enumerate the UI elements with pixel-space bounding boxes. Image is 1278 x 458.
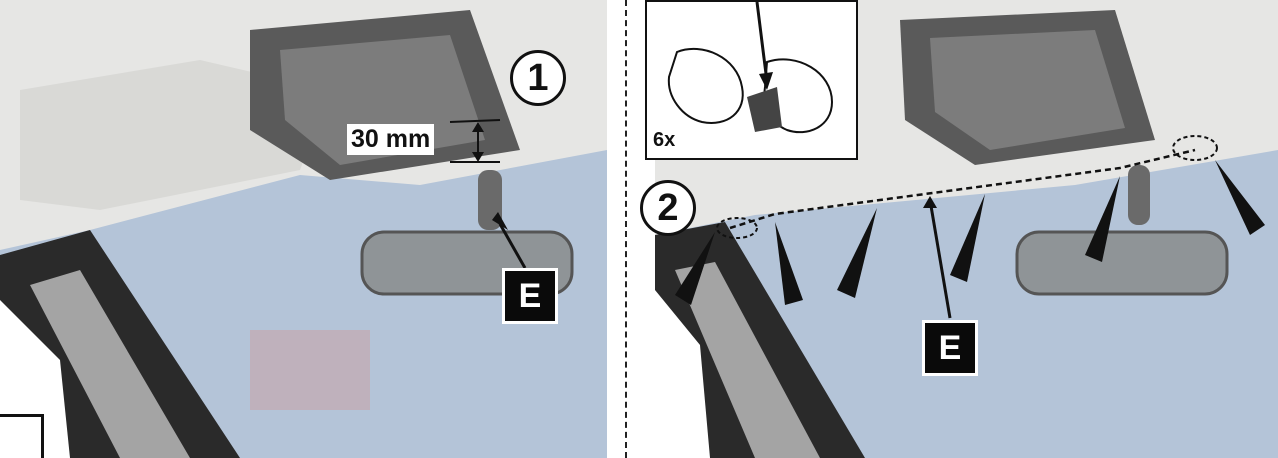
left-hand-icon: [667, 47, 744, 124]
arrow-icon: [837, 208, 877, 298]
dimension-line-top: [449, 119, 501, 123]
arrow-icon: [775, 222, 803, 305]
console-lens: [930, 30, 1125, 150]
arrow-icon: [675, 232, 715, 305]
arrow-icon: [492, 212, 508, 230]
tape-removal-inset: 6x: [645, 0, 858, 160]
step-2-illustration: [655, 0, 1278, 458]
clip-marker-start: [716, 217, 758, 239]
blurred-sign: [250, 330, 370, 410]
step-1-badge: 1: [510, 50, 566, 106]
dimension-label: 30 mm: [347, 124, 435, 155]
panel-divider: [625, 0, 627, 458]
arrow-icon: [1215, 160, 1265, 235]
callout-e-left: E: [502, 268, 558, 324]
arrow-icon: [1085, 176, 1120, 262]
step-1-panel: [0, 0, 607, 458]
pillar-wiring: [30, 270, 190, 458]
step-1-illustration: [0, 0, 607, 458]
rear-view-mirror: [1015, 230, 1229, 296]
pointer-line: [755, 1, 769, 83]
clip-marker-end: [1172, 135, 1218, 161]
quantity-label: 6x: [653, 129, 676, 151]
callout-e-right: E: [922, 320, 978, 376]
step-2-badge: 2: [640, 180, 696, 236]
door-frame: [655, 290, 710, 458]
corner-frame: [0, 414, 44, 458]
arrow-icon: [950, 194, 985, 282]
clip-arrows: [675, 160, 1265, 305]
pointer-line: [498, 223, 527, 269]
arrow-icon: [923, 196, 937, 208]
pillar-wiring: [675, 262, 820, 458]
hands-peeling-tape-illustration: [667, 1, 834, 134]
step-2-panel: [655, 0, 1278, 458]
mirror-stem: [1128, 165, 1150, 225]
tape-strip: [747, 87, 782, 132]
pointer-line: [928, 199, 952, 319]
arrow-icon: [759, 72, 773, 90]
